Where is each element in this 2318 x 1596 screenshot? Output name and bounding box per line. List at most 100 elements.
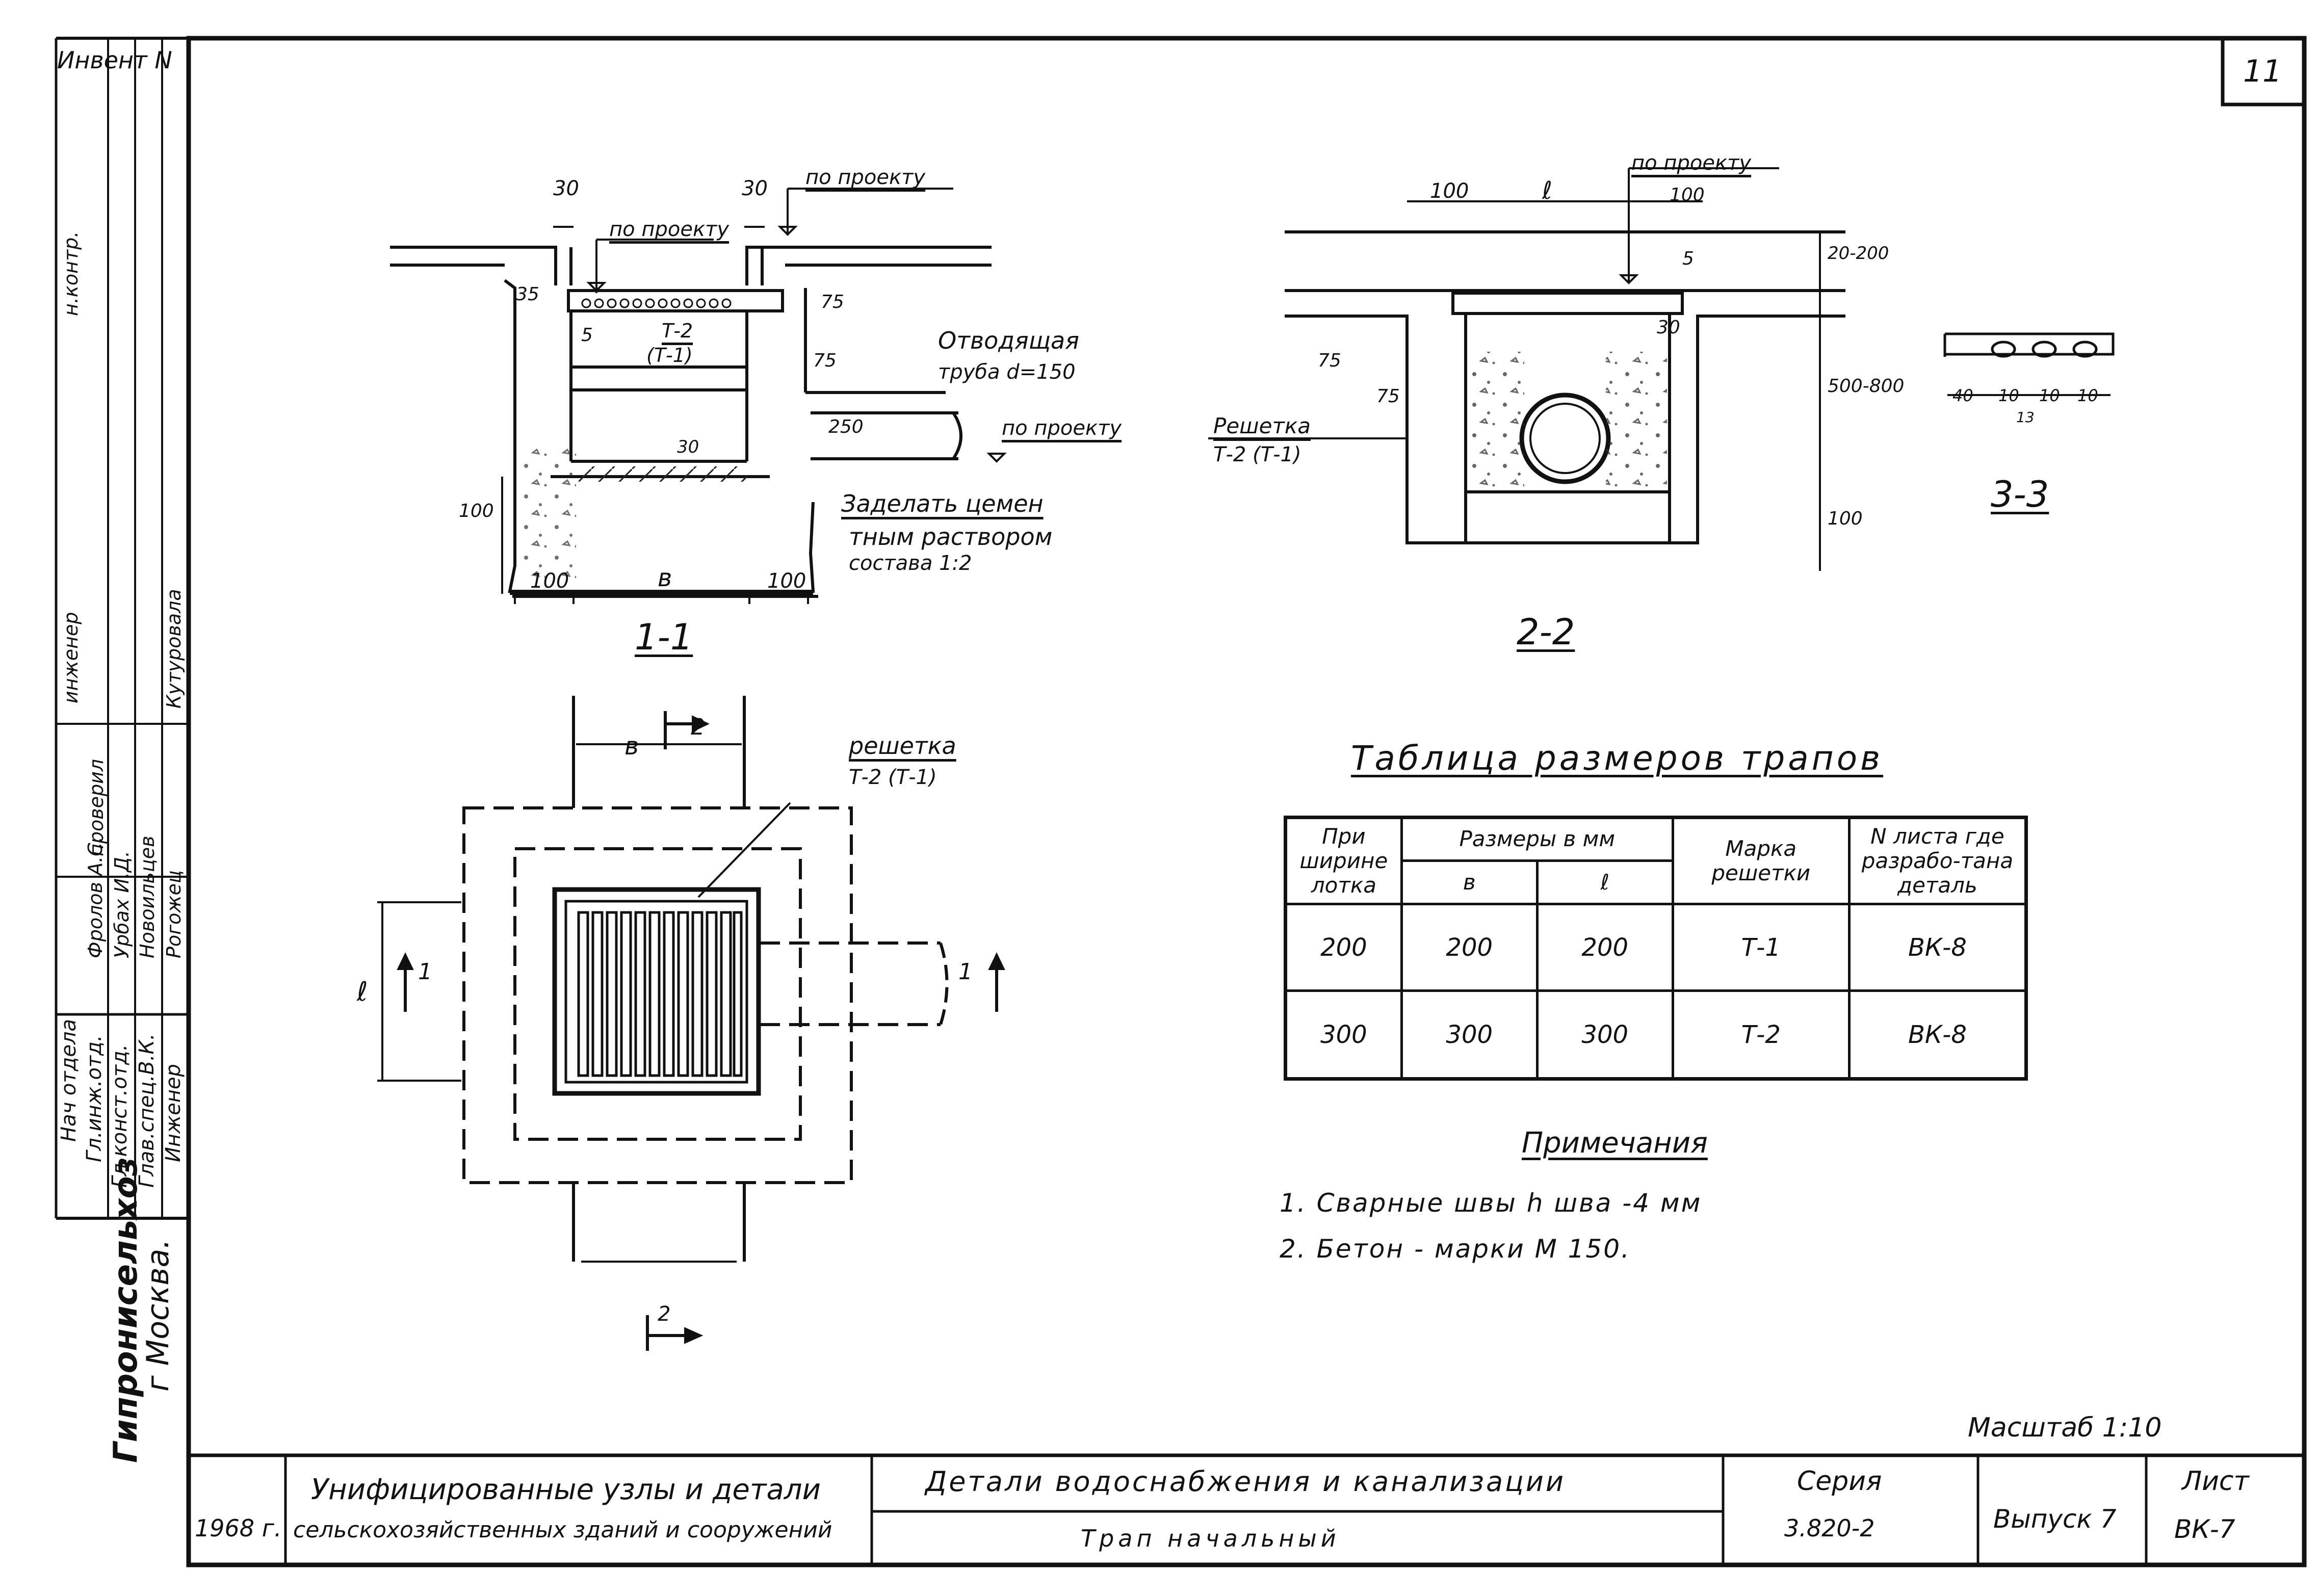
- section-2-2-dimensions: [1208, 167, 1821, 571]
- s22-grate-1: Решетка: [1213, 413, 1311, 438]
- s11-dim-100-right: 100: [767, 569, 806, 593]
- sheet-frame: [186, 36, 2307, 1567]
- th-sheet: N листа где разрабо-тана деталь: [1847, 816, 2028, 905]
- th-sizes: Размеры в мм: [1400, 816, 1674, 862]
- s33-dim-10-c: 10: [2077, 386, 2098, 405]
- s11-dim-100-left: 100: [530, 569, 569, 593]
- plan-drawing: [377, 696, 949, 1263]
- section-2-2-drawing: [1285, 230, 1845, 544]
- org-name: Гипронисельхоз: [107, 1157, 145, 1463]
- scale-label: Масштаб 1:10: [1968, 1412, 2162, 1443]
- s22-dim-30: 30: [1657, 317, 1680, 338]
- stamp-name-1: Урбах И.Д.: [111, 851, 133, 958]
- s33-dim-13: 13: [2016, 409, 2035, 426]
- stamp-name-3: Рогожец: [163, 870, 185, 958]
- cell-mark: Т-2: [1671, 989, 1851, 1080]
- stamp-col-2: н.контр.: [60, 231, 82, 316]
- s11-dim-75-top: 75: [821, 292, 844, 312]
- section-2-2-title: 2-2: [1517, 611, 1575, 653]
- note-item-2: 2. Бетон - марки М 150.: [1280, 1234, 1631, 1264]
- s11-dim-b: в: [658, 564, 672, 592]
- plan-cut-1-left: 1: [418, 959, 432, 985]
- plan-cut-2-top: 2: [691, 714, 705, 740]
- left-stamp: [55, 37, 189, 1220]
- tb-series-label: Серия: [1797, 1466, 1882, 1497]
- tb-series-title-1: Унифицированные узлы и детали: [311, 1473, 821, 1506]
- plan-cut-2-bottom: 2: [658, 1302, 671, 1326]
- concrete-fill-left: [517, 449, 576, 586]
- s22-dim-75-b: 75: [1376, 386, 1400, 407]
- s22-dim-75-a: 75: [1318, 350, 1341, 371]
- section-3-3-drawing: [1943, 332, 2115, 396]
- stamp-col-1: проверил: [85, 758, 108, 856]
- cell-width: 200: [1284, 902, 1403, 992]
- cut-markers-plan: [397, 711, 1005, 1351]
- tb-detail-1: Детали водоснабжения и канализации: [925, 1466, 1566, 1498]
- tb-sheet-value: ВК-7: [2174, 1514, 2235, 1544]
- s22-dim-100-bottom: 100: [1828, 508, 1863, 529]
- tb-detail-2: Трап начальный: [1081, 1525, 1340, 1552]
- s11-dim-30-right: 30: [742, 177, 768, 200]
- cell-width: 300: [1284, 989, 1403, 1080]
- inventory-label: Инвент N: [57, 46, 172, 74]
- concrete-fill-2-2-left: [1468, 352, 1524, 489]
- s11-seal-3: состава 1:2: [849, 552, 972, 575]
- th-width: При ширине лотка: [1284, 816, 1403, 905]
- stamp-role-0: Нач отдела: [57, 1018, 81, 1142]
- s11-grate-mark-alt: (Т-1): [646, 344, 693, 367]
- plan-dim-l: ℓ: [357, 977, 368, 1007]
- title-block-grid: [284, 1455, 2148, 1565]
- s11-dim-30-bottom: 30: [677, 437, 699, 457]
- s22-grate-2: Т-2 (Т-1): [1213, 443, 1301, 466]
- tb-issue: Выпуск 7: [1993, 1504, 2117, 1534]
- s22-dim-5: 5: [1682, 248, 1694, 269]
- stamp-name-4: Кутуровала: [163, 589, 185, 709]
- cell-mark: Т-1: [1671, 902, 1851, 992]
- cell-l: 300: [1535, 989, 1674, 1080]
- tb-year: 1968 г.: [195, 1514, 282, 1542]
- s11-seal-2: тным раствором: [849, 523, 1053, 551]
- sheet-number: 11: [2243, 54, 2282, 89]
- s11-seal-1: Заделать цемен: [841, 490, 1044, 517]
- grate-bars-plan: [577, 911, 743, 1077]
- s11-po-proektu-grate: по проекту: [609, 218, 730, 241]
- s22-dim-20-200: 20-200: [1828, 243, 1889, 264]
- tb-series-title-2: сельскохозяйственных зданий и сооружений: [293, 1517, 832, 1543]
- s11-dim-75-side: 75: [813, 350, 837, 371]
- tb-sheet-label: Лист: [2182, 1466, 2249, 1497]
- table-title: Таблица размеров трапов: [1351, 739, 1884, 778]
- s22-dim-500-800: 500-800: [1828, 376, 1905, 397]
- th-l: ℓ: [1535, 859, 1674, 905]
- s33-dim-10-a: 10: [1998, 386, 2019, 405]
- stamp-role-3: Глав.спец.В.К.: [135, 1033, 159, 1188]
- s22-dim-100-top: 100: [1670, 185, 1705, 205]
- cell-sheet: ВК-8: [1847, 902, 2028, 992]
- plan-grate-1: решетка: [849, 732, 956, 760]
- th-mark: Марка решетки: [1671, 816, 1851, 905]
- s11-pipe-label-1: Отводящая: [938, 327, 1079, 354]
- s11-dim-100-vertical: 100: [459, 501, 494, 521]
- s11-dim-250: 250: [828, 416, 864, 437]
- section-1-1-dimensions: [501, 188, 953, 604]
- cell-sheet: ВК-8: [1847, 989, 2028, 1080]
- s22-dim-100: 100: [1430, 179, 1469, 203]
- s11-po-proektu-pipe: по проекту: [1002, 416, 1122, 440]
- notes-title: Примечания: [1522, 1127, 1708, 1160]
- stamp-role-2: Гл.конст.отд.: [108, 1044, 132, 1188]
- s11-pipe-label-2: труба d=150: [938, 360, 1076, 384]
- table-row: 300 300 300 Т-2 ВК-8: [1284, 989, 2028, 1080]
- note-item-1: 1. Сварные швы h шва -4 мм: [1280, 1188, 1702, 1218]
- s22-dim-l: ℓ: [1542, 176, 1552, 205]
- concrete-fill-2-2-right: [1606, 352, 1667, 489]
- cell-b: 300: [1400, 989, 1539, 1080]
- gravel-fill: [579, 466, 747, 482]
- stamp-name-2: Новоильцев: [136, 835, 159, 959]
- s11-po-proektu-top: по проекту: [805, 166, 926, 189]
- s11-dim-5: 5: [581, 325, 593, 346]
- section-1-1-title: 1-1: [635, 616, 693, 658]
- plan-cut-1-right: 1: [958, 959, 973, 985]
- grate-holes-1-1: [581, 298, 732, 308]
- plan-dim-b: в: [624, 732, 639, 761]
- stamp-col-0: инженер: [60, 612, 82, 704]
